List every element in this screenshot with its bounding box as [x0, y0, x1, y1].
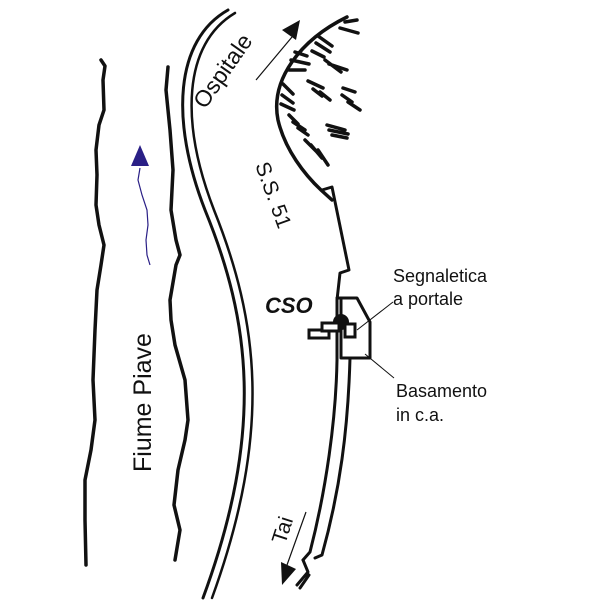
river-label: Fiume Piave	[129, 333, 157, 472]
arrow-down-left-icon	[281, 562, 296, 585]
base-label-line1: Basamento	[396, 381, 487, 401]
arrow-up-right-icon	[282, 20, 300, 40]
direction-south-label: Tai	[268, 514, 298, 547]
river-right-bank	[164, 65, 190, 562]
sign-gantry	[307, 321, 357, 340]
road-east-edge-top	[275, 15, 349, 202]
base-leader-line	[364, 353, 395, 379]
river-left-bank	[83, 58, 107, 567]
road-east-edge-lower-a	[301, 298, 339, 562]
road-east-edge-lower-b	[313, 356, 352, 560]
south-arrow-line	[286, 511, 307, 566]
flow-arrow-icon	[131, 145, 149, 166]
road-label: S.S. 51	[250, 159, 295, 232]
sign-label-line2: a portale	[393, 289, 463, 309]
road-west-edge-outer	[181, 8, 246, 600]
sign-label-line1: Segnaletica	[393, 266, 488, 286]
cso-platform	[335, 296, 372, 360]
base-label-line2: in c.a.	[396, 405, 444, 425]
north-arrow-line	[255, 36, 293, 81]
road-west-edge-inner	[190, 11, 254, 600]
sign-leader-line	[356, 301, 394, 331]
river-flow-line	[137, 167, 151, 266]
cliff-hatching	[279, 18, 362, 167]
site-label: CSO	[265, 293, 313, 318]
retaining-wall	[320, 185, 351, 302]
road-east-edge-end	[295, 558, 311, 590]
